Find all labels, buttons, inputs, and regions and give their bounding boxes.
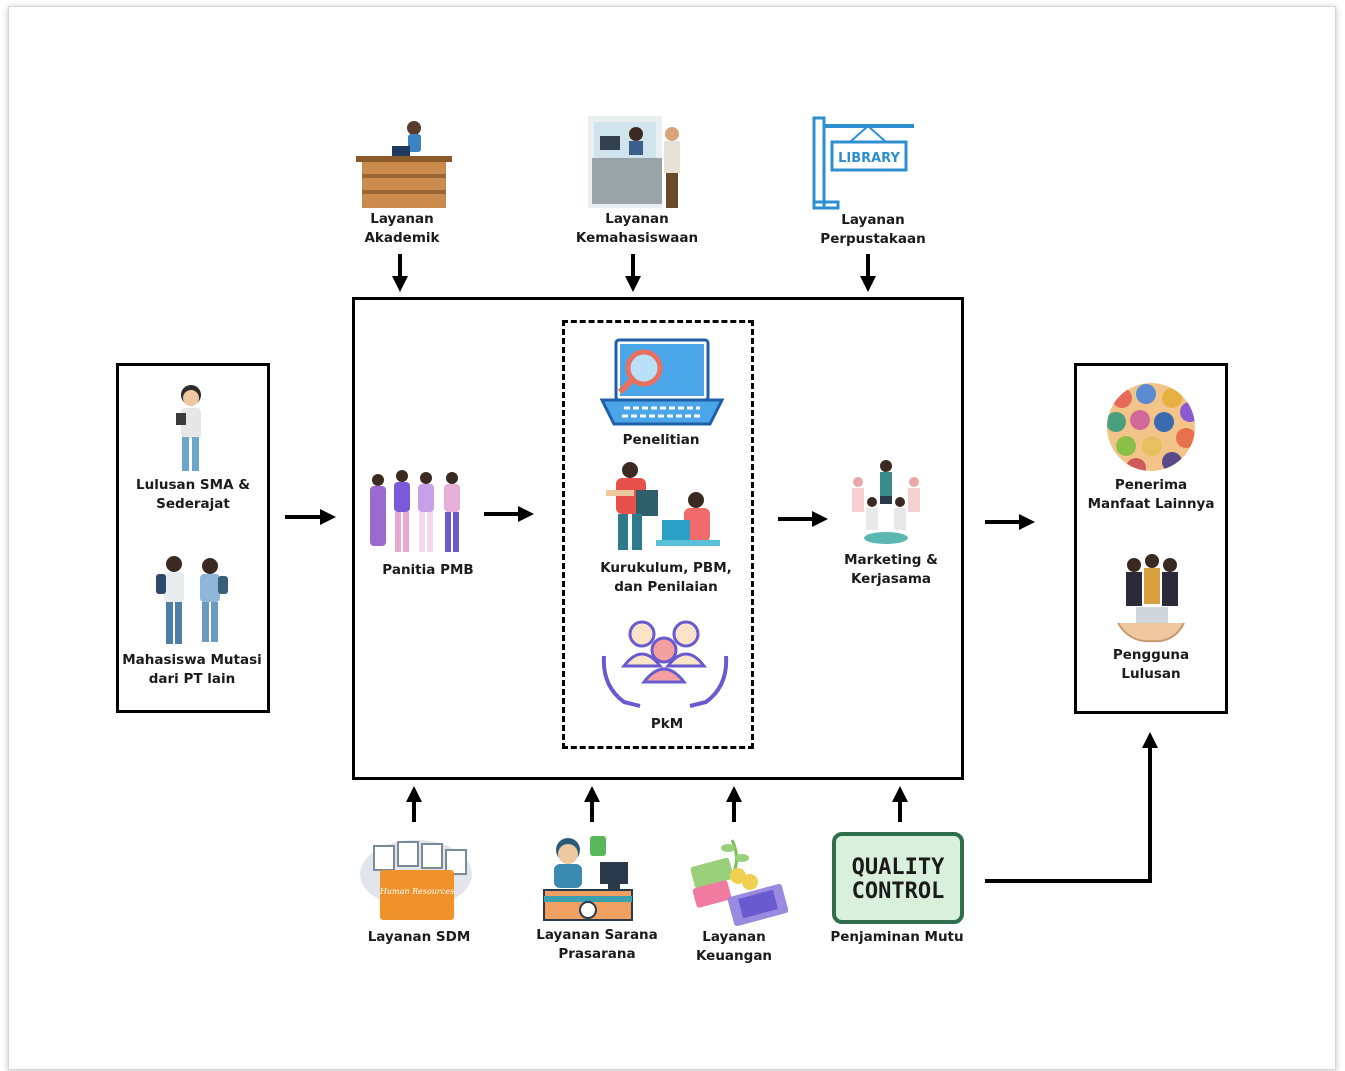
label-keuangan: Layanan Keuangan xyxy=(695,929,773,964)
qc-text-line1: QUALITY xyxy=(852,855,945,880)
label-lulusan-sma: Lulusan SMA & Sederajat xyxy=(136,477,250,512)
curriculum-teaching-icon xyxy=(606,462,720,550)
label-penelitian: Penelitian xyxy=(622,432,700,448)
label-mutu: Penjaminan Mutu xyxy=(830,929,964,945)
committee-people-icon xyxy=(370,470,460,552)
quality-control-icon: QUALITY CONTROL xyxy=(832,832,964,924)
label-penerima: Penerima Manfaat Lainnya xyxy=(1087,477,1215,512)
library-sign-icon: LIBRARY xyxy=(812,116,914,210)
process-box xyxy=(352,297,964,780)
kemahasiswaan-office-icon xyxy=(588,116,680,208)
graduate-users-icon xyxy=(1117,554,1185,643)
label-mahasiswa-mutasi: Mahasiswa Mutasi dari PT lain xyxy=(122,652,262,687)
label-panitia-pmb: Panitia PMB xyxy=(382,562,474,578)
output-box xyxy=(1074,363,1228,714)
label-kurikulum: Kurukulum, PBM, dan Penilaian xyxy=(600,560,732,595)
student-icon xyxy=(176,385,201,471)
label-pkm: PkM xyxy=(650,716,684,732)
facilities-service-icon xyxy=(543,836,633,921)
label-pengguna: Pengguna Lulusan xyxy=(1112,647,1190,682)
community-service-icon xyxy=(601,620,729,708)
label-akademik: Layanan Akademik xyxy=(364,211,440,246)
finance-calculator-icon xyxy=(690,839,789,926)
label-marketing: Marketing & Kerjasama xyxy=(844,552,938,587)
hr-folder-icon: Human Resources xyxy=(360,840,472,920)
qc-text-line2: CONTROL xyxy=(852,879,945,904)
research-laptop-icon xyxy=(600,338,724,426)
akademik-desk-icon xyxy=(356,121,452,208)
core-activities-box xyxy=(562,320,754,749)
label-sarana: Layanan Sarana Prasarana xyxy=(536,927,658,962)
input-box xyxy=(116,363,270,713)
library-sign-text: LIBRARY xyxy=(838,151,900,166)
label-sdm: Layanan SDM xyxy=(367,929,471,945)
beneficiaries-crowd-icon xyxy=(1107,383,1195,471)
label-kemahasiswaan: Layanan Kemahasiswaan xyxy=(575,211,699,246)
marketing-partnership-icon xyxy=(852,460,920,544)
arrow-qc-to-output xyxy=(985,732,1158,883)
hr-card-text: Human Resources xyxy=(379,887,454,896)
transfer-students-icon xyxy=(156,556,228,644)
label-perpustakaan: Layanan Perpustakaan xyxy=(820,212,926,247)
